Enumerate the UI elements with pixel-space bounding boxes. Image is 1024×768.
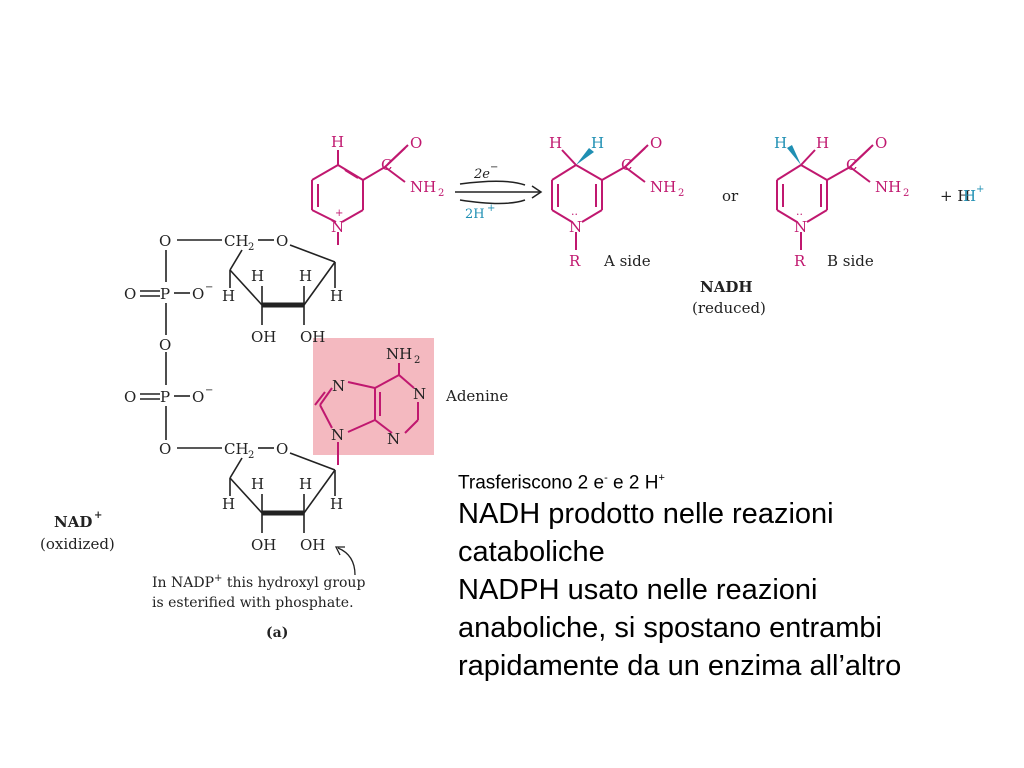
structure-atom-label: H — [330, 495, 343, 513]
plus-h-label: + H — [940, 187, 970, 205]
slide-line-6: rapidamente da un enzima all’altro — [458, 650, 902, 683]
ribose-lower — [229, 447, 336, 533]
structure-atom-label: C — [846, 156, 857, 174]
structure-atom-label: 2 — [678, 188, 684, 199]
b-side-label: B side — [827, 252, 874, 270]
structure-atom-label: O — [276, 440, 288, 458]
structure-atom-label: P — [160, 285, 170, 303]
nadh-state: (reduced) — [692, 299, 766, 317]
structure-atom-label: H — [299, 267, 312, 285]
structure-atom-label: H — [816, 134, 829, 152]
structure-atom-label: H — [251, 475, 264, 493]
slide-line-2: NADH prodotto nelle reazioni — [458, 498, 834, 531]
structure-atom-label: ·· — [571, 208, 578, 221]
structure-atom-label: O — [124, 285, 136, 303]
structure-atom-label: 2 — [438, 188, 444, 199]
structure-atom-label: O — [875, 134, 887, 152]
or-label: or — [722, 187, 739, 205]
structure-atom-label: N — [387, 430, 400, 448]
nadh-ring-a-side — [551, 144, 649, 250]
ribose-upper — [229, 239, 336, 325]
structure-atom-label: N — [569, 218, 582, 236]
atom-h: H — [331, 133, 344, 151]
structure-atom-label: + — [487, 203, 495, 214]
structure-atom-label: O — [124, 388, 136, 406]
structure-atom-label: − — [490, 162, 498, 173]
atom-h-a-teal: H — [591, 134, 604, 152]
nad-title: NAD — [54, 513, 92, 531]
structure-atom-label: 2 — [248, 450, 254, 461]
atom-h-b-teal: H — [774, 134, 787, 152]
structure-atom-label: H — [222, 495, 235, 513]
annotation-line2: is esterified with phosphate. — [152, 595, 354, 611]
structure-atom-label: O — [159, 440, 171, 458]
nicotinamide-ring-oxidized — [311, 144, 409, 245]
structure-atom-label: H — [299, 475, 312, 493]
hydroxyl-2prime: OH — [300, 536, 325, 554]
panel-label: (a) — [266, 625, 288, 641]
structure-atom-label: O — [192, 388, 204, 406]
structure-atom-label: 2 — [248, 242, 254, 253]
structure-atom-label: NH — [875, 178, 901, 196]
structure-atom-label: NH — [650, 178, 676, 196]
structure-atom-label: O — [650, 134, 662, 152]
atom-c: C — [381, 156, 392, 174]
structure-atom-label: H — [963, 187, 976, 205]
structure-atom-label: C — [621, 156, 632, 174]
annotation-line1: In NADP+ this hydroxyl group — [152, 573, 365, 591]
atom-nh2: NH — [410, 178, 436, 196]
structure-atom-label: + — [335, 208, 343, 219]
structure-atom-label: H — [251, 267, 264, 285]
electrons-label: 2e — [473, 167, 490, 182]
structure-atom-label: − — [205, 282, 213, 293]
structure-atom-label: O — [276, 232, 288, 250]
structure-atom-label: N — [794, 218, 807, 236]
nadh-ring-b-side — [776, 144, 874, 250]
structure-atom-label: CH — [224, 232, 249, 250]
slide-line-1: Trasferiscono 2 e- e 2 H+ — [458, 472, 665, 494]
structure-atom-label: O — [159, 336, 171, 354]
structure-atom-label: OH — [251, 328, 276, 346]
slide-line-4: NADPH usato nelle reazioni — [458, 574, 818, 607]
nadh-title: NADH — [700, 278, 753, 296]
structure-atom-label: OH — [251, 536, 276, 554]
reaction-arrow — [454, 180, 543, 205]
atom-h-a: H — [549, 134, 562, 152]
structure-atom-label: N — [332, 377, 345, 395]
structure-atom-label: N — [413, 385, 426, 403]
structure-atom-label: − — [205, 385, 213, 396]
structure-atom-label: + — [976, 184, 984, 195]
atom-o: O — [410, 134, 422, 152]
structure-atom-label: OH — [300, 328, 325, 346]
structure-atom-label: P — [160, 388, 170, 406]
structure-atom-label: 2 — [414, 355, 420, 366]
slide-text-block: Trasferiscono 2 e- e 2 H+ NADH prodotto … — [458, 466, 1018, 685]
structure-atom-label: ·· — [796, 208, 803, 221]
structure-atom-label: R — [569, 252, 581, 270]
structure-atom-label: H — [222, 287, 235, 305]
structure-atom-label: H — [330, 287, 343, 305]
structure-atom-label: O — [159, 232, 171, 250]
slide-line-5: anaboliche, si spostano entrambi — [458, 612, 882, 645]
atom-n-plus: N — [331, 218, 344, 236]
structure-atom-label: 2 — [903, 188, 909, 199]
structure-atom-label: CH — [224, 440, 249, 458]
structure-atom-label: + — [94, 510, 102, 521]
adenine-ring — [314, 363, 419, 465]
a-side-label: A side — [603, 252, 651, 270]
adenine-nh2: NH — [386, 345, 412, 363]
phosphate-backbone — [140, 239, 222, 449]
slide-line-3: cataboliche — [458, 536, 605, 569]
structure-atom-label: R — [794, 252, 806, 270]
adenine-label: Adenine — [445, 387, 508, 405]
protons-label: 2H — [465, 207, 485, 222]
structure-atom-label: O — [192, 285, 204, 303]
structure-atom-label: N — [331, 426, 344, 444]
nad-state: (oxidized) — [40, 535, 115, 553]
